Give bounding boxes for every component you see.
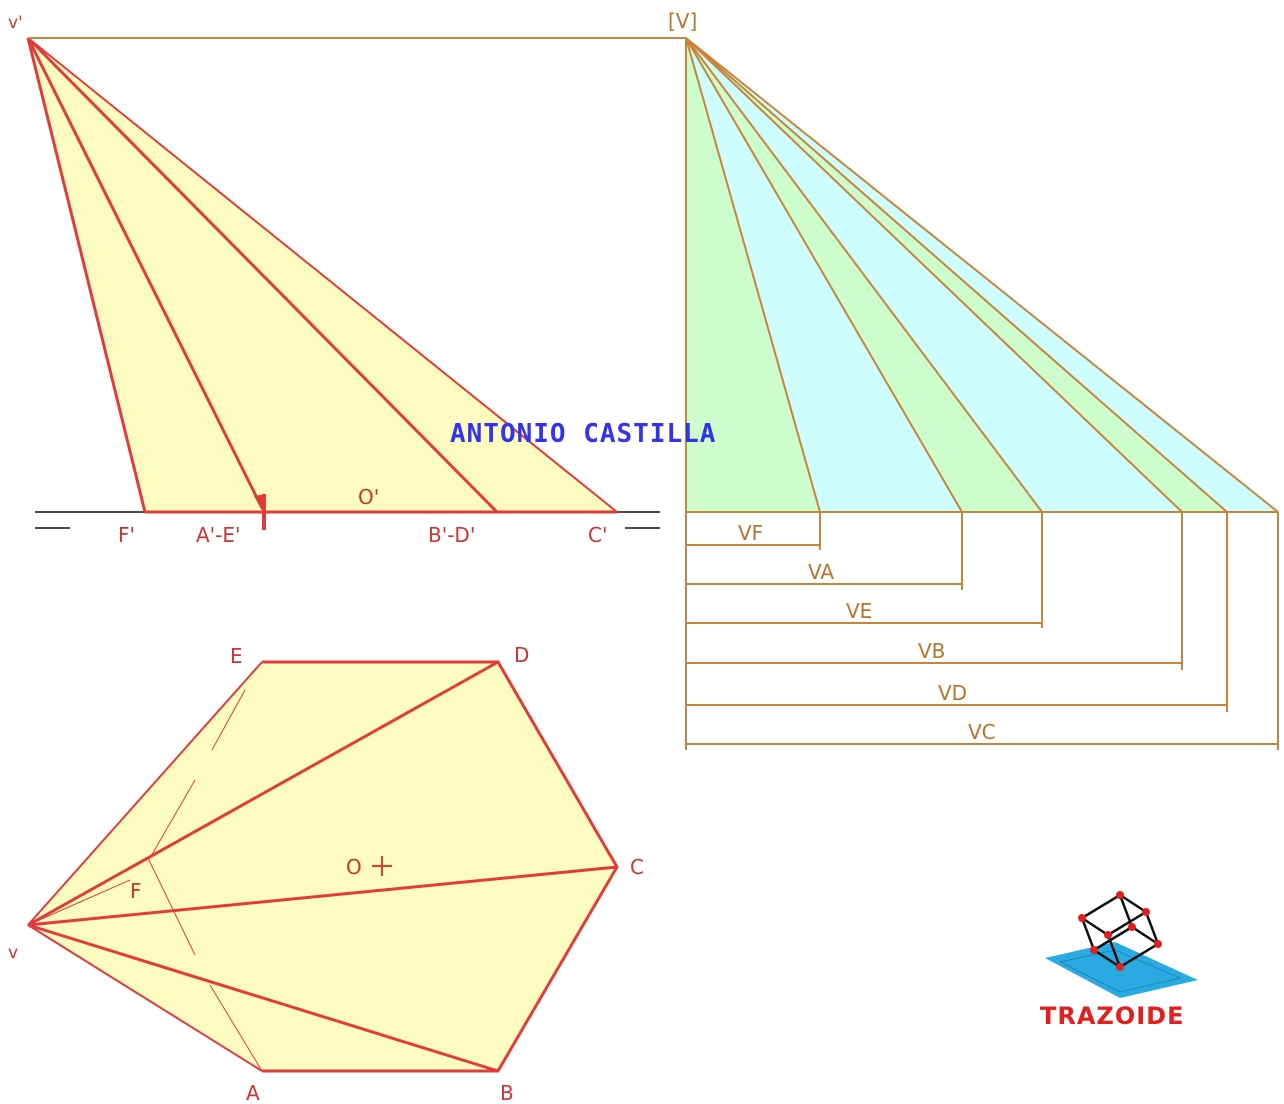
construction-line-2 (149, 779, 196, 859)
label-f: F (130, 879, 142, 903)
label-o-prime: O' (358, 485, 379, 509)
label-ae-prime: A'-E' (196, 523, 241, 547)
author-credit: ANTONIO CASTILLA (450, 419, 716, 449)
label-o: O (346, 855, 362, 879)
true-length-ray-vd (685, 37, 1228, 513)
plan-fill (28, 662, 617, 1071)
label-va: VA (808, 560, 834, 584)
label-v-true: [V] (668, 9, 697, 33)
label-e: E (230, 644, 243, 668)
construction-line-1 (211, 689, 246, 751)
construction-line-4 (209, 984, 263, 1072)
elevation-edge-c (27, 37, 618, 513)
true-length-ray-ve (685, 37, 1043, 513)
plan-edge-vc (27, 865, 618, 927)
label-vc: VC (968, 720, 996, 744)
label-vb: VB (918, 639, 945, 663)
elevation-view: v' F' A'-E' O' B'-D' C' (8, 13, 660, 547)
label-c-prime: C' (588, 523, 607, 547)
label-v-prime: v' (8, 13, 23, 33)
plan-edge-vf (27, 857, 149, 926)
trazoide-logo: TRAZOIDE (1040, 891, 1198, 1030)
label-f-prime: F' (118, 523, 135, 547)
label-c: C (630, 855, 644, 879)
label-ve: VE (846, 599, 872, 623)
label-a: A (246, 1081, 260, 1104)
label-vd: VD (938, 681, 967, 705)
true-length-view: [V] VF VA VE VB VD VC (668, 9, 1279, 750)
true-length-ray-va (685, 37, 963, 513)
brand-name: TRAZOIDE (1040, 1002, 1184, 1030)
true-length-ray-vc (685, 37, 1279, 513)
label-bd-prime: B'-D' (428, 523, 475, 547)
elevation-edge-ae (26, 37, 264, 509)
label-b: B (500, 1081, 514, 1104)
construction-line-3 (147, 857, 196, 956)
label-vf: VF (738, 521, 763, 545)
plan-edge-va (27, 924, 263, 1072)
construction-line-5 (27, 879, 131, 926)
plan-view: E D C O F v A B (8, 643, 644, 1104)
true-length-ray-vf (685, 37, 821, 513)
elevation-edge-f (26, 37, 147, 513)
wireframe-cube-on-plane-icon (1045, 891, 1198, 998)
label-d: D (514, 643, 529, 667)
elevation-edge-bd (26, 36, 499, 514)
plan-edge-ve (27, 661, 263, 926)
true-length-ray-vb (685, 37, 1183, 513)
label-v: v (8, 943, 18, 963)
plan-edge-vb (27, 923, 499, 1073)
